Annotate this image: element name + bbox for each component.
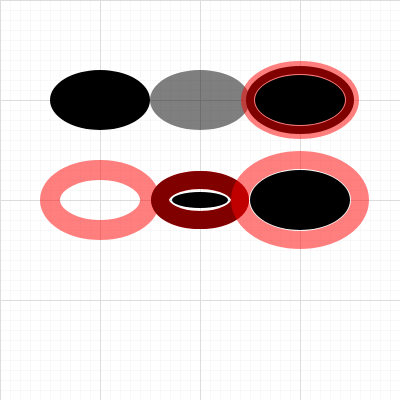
- semi-transparent-black-ellipse-fill: [150, 70, 250, 130]
- pink-ring-hollow-ellipse: [40, 160, 160, 240]
- semi-transparent-black-ellipse: [150, 70, 250, 130]
- pink-ring-hollow-ellipse-ring: [40, 160, 160, 240]
- black-ellipse-with-pink-ring-core: [250, 170, 350, 230]
- ellipse-group: [40, 61, 369, 249]
- solid-black-ellipse-fill: [50, 70, 150, 130]
- black-ellipse-with-dark-red-and-pink-rings-core: [255, 75, 345, 125]
- black-ellipse-with-dark-red-and-pink-rings: [241, 61, 359, 139]
- solid-black-ellipse: [50, 70, 150, 130]
- black-ellipse-with-dark-red-and-pink-rings-inner-ring: [246, 66, 354, 134]
- dark-red-ring-ellipse: [151, 171, 249, 229]
- dark-red-ring-ellipse-core: [172, 192, 228, 208]
- black-ellipse-with-pink-ring-ring: [231, 151, 369, 249]
- black-ellipse-with-pink-ring: [231, 151, 369, 249]
